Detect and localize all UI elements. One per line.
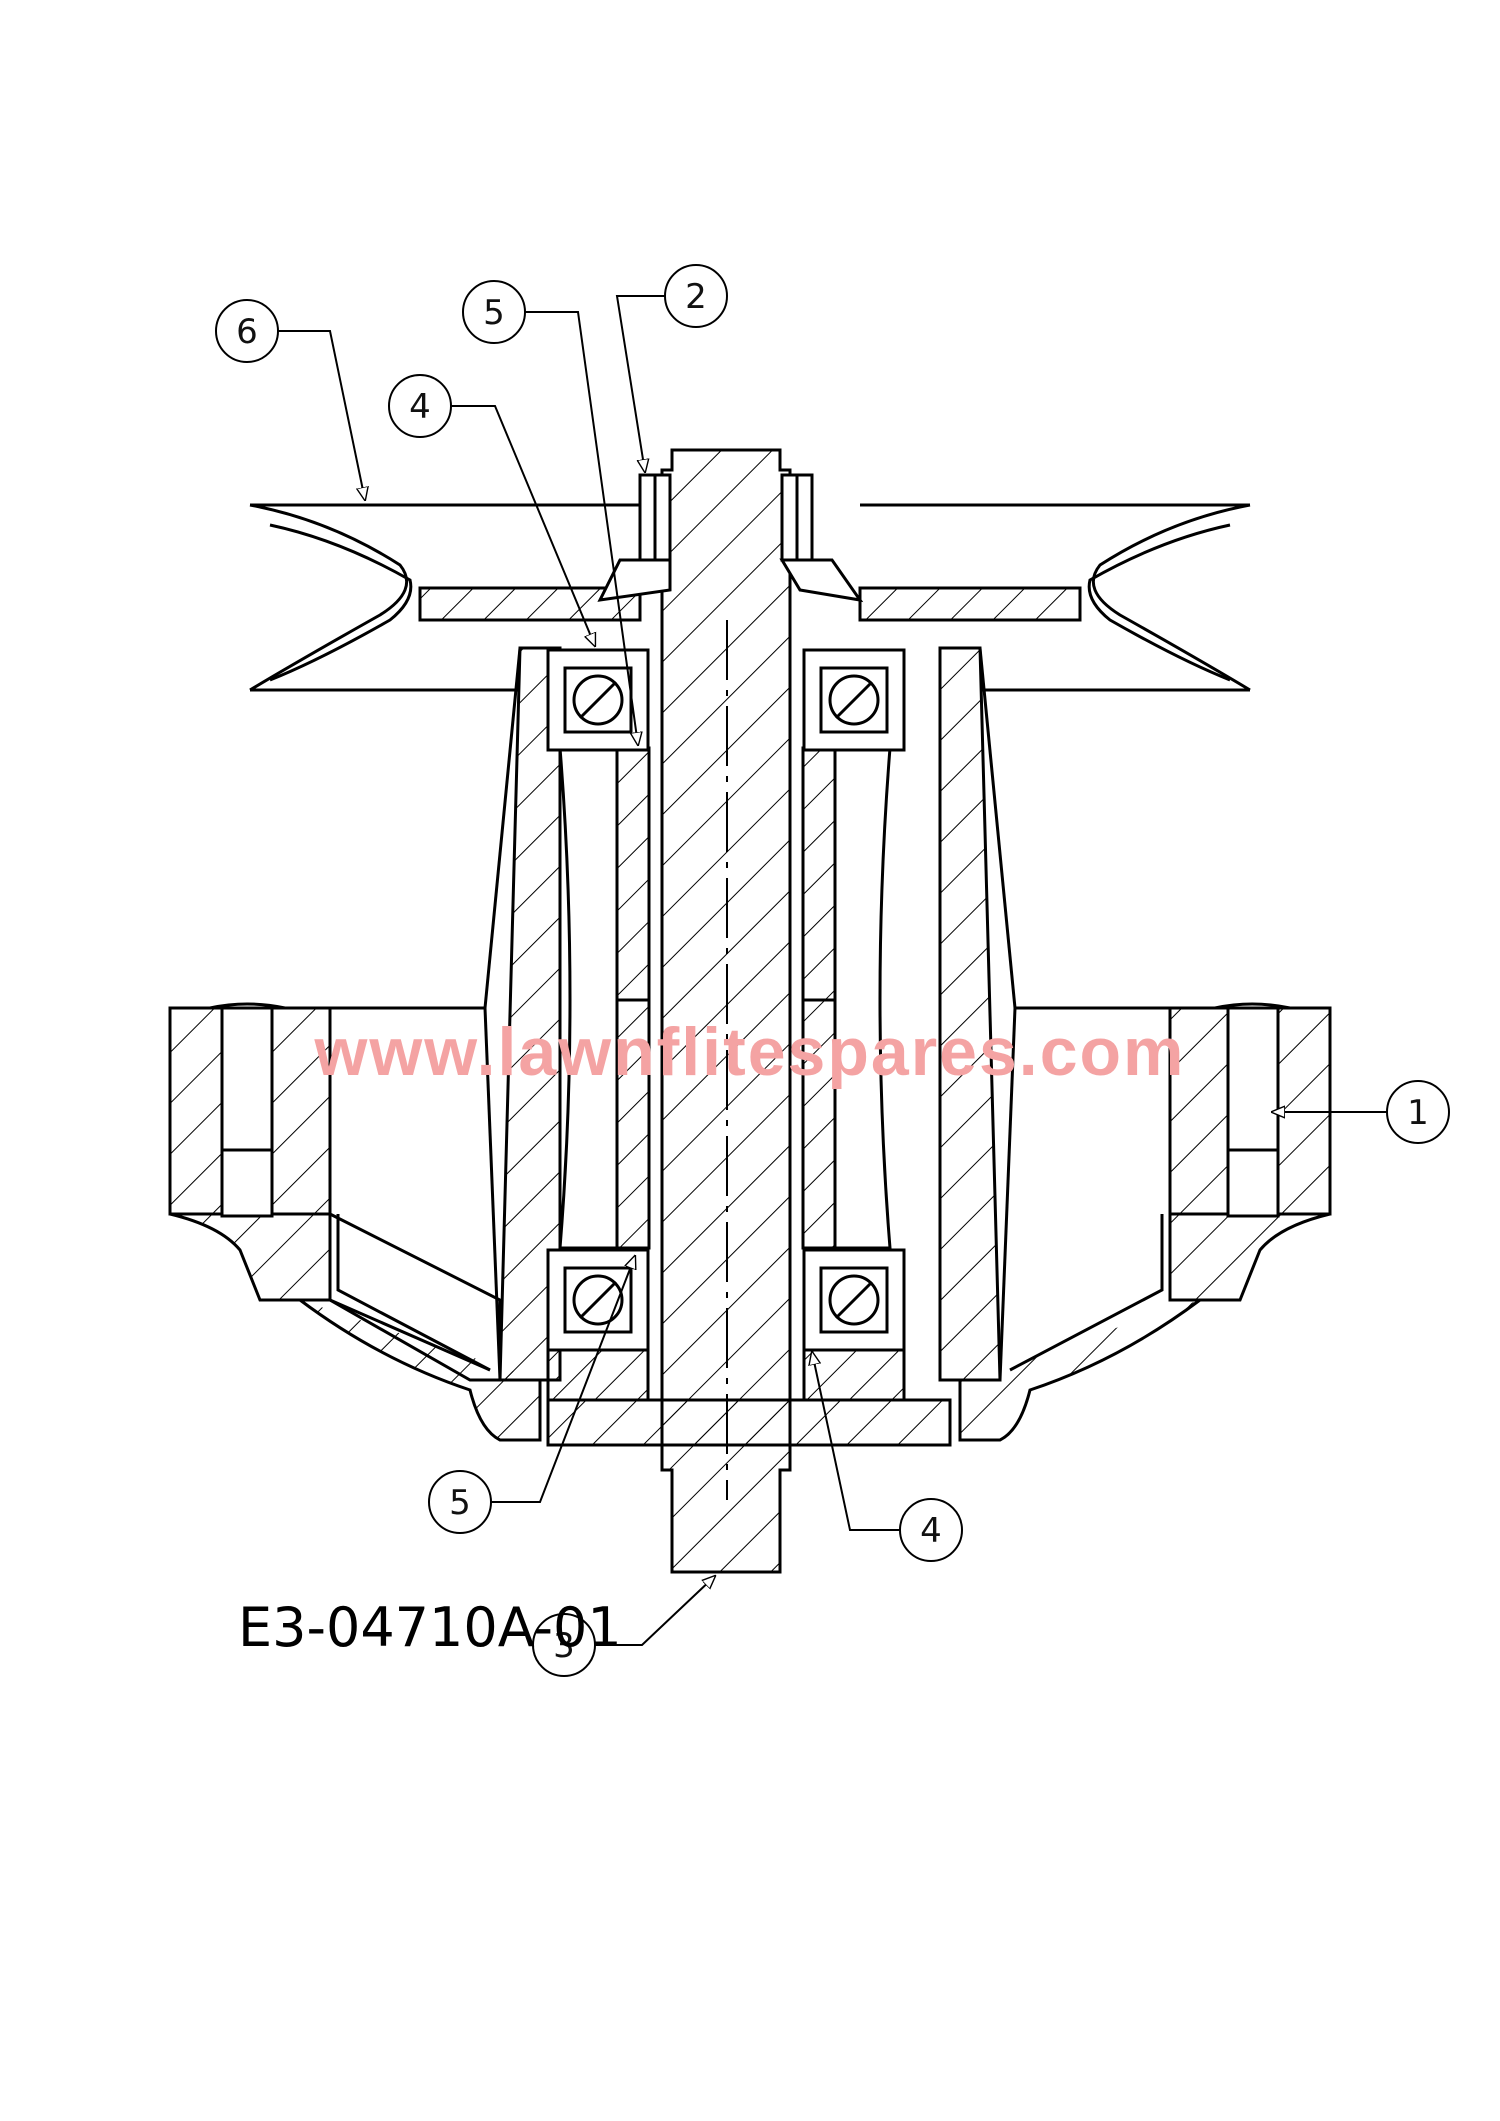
pulley xyxy=(249,503,1251,692)
callout-label: 6 xyxy=(236,312,258,352)
callout-3: 3 xyxy=(532,1613,596,1677)
bearing-upper-right xyxy=(802,648,906,752)
callout-4-lower: 4 xyxy=(899,1498,963,1562)
callout-circle xyxy=(388,374,452,438)
callout-circle xyxy=(428,1470,492,1534)
callout-label: 1 xyxy=(1407,1093,1429,1133)
callout-label: 2 xyxy=(685,277,707,317)
drawing-code: E3-04710A-01 xyxy=(238,1596,622,1659)
callout-circle xyxy=(1386,1080,1450,1144)
callout-2: 2 xyxy=(664,264,728,328)
callout-circle xyxy=(215,299,279,363)
callout-4-upper: 4 xyxy=(388,374,452,438)
callout-circle xyxy=(462,280,526,344)
callout-circle xyxy=(899,1498,963,1562)
callout-label: 4 xyxy=(920,1511,942,1551)
leader-lines xyxy=(278,295,1388,1646)
bearing-upper-left xyxy=(546,648,650,752)
callout-label: 5 xyxy=(449,1483,471,1523)
callout-6: 6 xyxy=(215,299,279,363)
callout-1: 1 xyxy=(1386,1080,1450,1144)
bearing-lower-left xyxy=(546,1248,650,1352)
spindle-shaft xyxy=(660,448,792,1574)
callout-label: 4 xyxy=(409,387,431,427)
callout-label: 5 xyxy=(483,293,505,333)
spacers xyxy=(558,746,892,1250)
callout-5-upper: 5 xyxy=(462,280,526,344)
watermark-text: www.lawnflitespares.com xyxy=(313,1014,1185,1090)
bearing-lower-right xyxy=(802,1248,906,1352)
callout-circle xyxy=(664,264,728,328)
spindle-housing xyxy=(168,646,1332,1447)
nut xyxy=(597,473,864,603)
callout-circle xyxy=(532,1613,596,1677)
callout-5-lower: 5 xyxy=(428,1470,492,1534)
callout-label: 3 xyxy=(553,1626,575,1666)
